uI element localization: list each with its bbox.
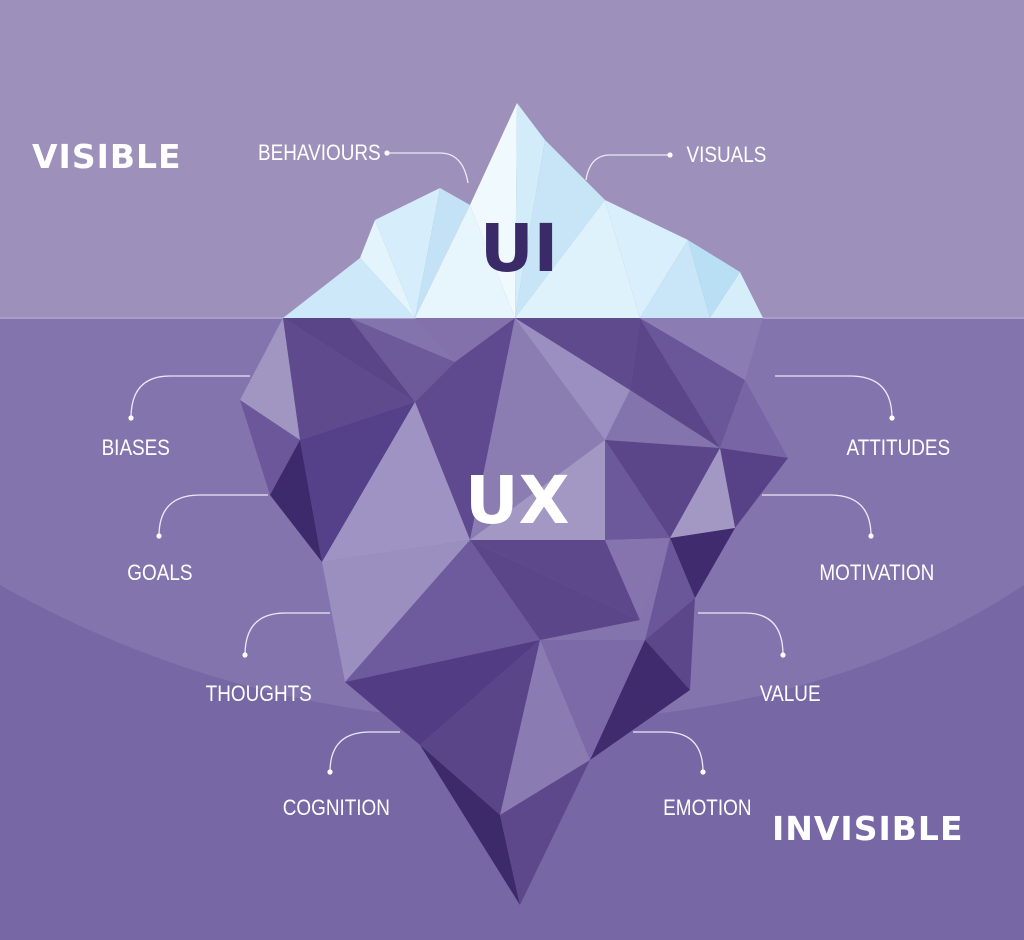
- value-dot: [780, 652, 786, 658]
- emotion-dot: [700, 769, 706, 775]
- motivation-label: MOTIVATION: [819, 560, 935, 585]
- goals-label: GOALS: [127, 560, 193, 585]
- iceberg-tip: [283, 103, 763, 318]
- behaviours-dot: [384, 150, 390, 156]
- cognition-dot: [327, 769, 333, 775]
- thoughts-leader: [244, 612, 330, 656]
- emotion-leader: [633, 731, 704, 773]
- visuals-leader: [585, 154, 670, 181]
- ui-label: UI: [480, 210, 559, 287]
- goals-dot: [156, 533, 162, 539]
- motivation-leader: [762, 494, 872, 537]
- invisible-label: INVISIBLE: [772, 809, 964, 848]
- thoughts-dot: [242, 652, 248, 658]
- visible-label: VISIBLE: [32, 137, 182, 176]
- attitudes-leader: [775, 375, 893, 419]
- motivation-dot: [868, 533, 874, 539]
- value-leader: [698, 612, 784, 656]
- cognition-leader: [329, 731, 400, 773]
- thoughts-label: THOUGHTS: [205, 681, 312, 706]
- iceberg-body: [240, 318, 788, 905]
- ux-label: UX: [465, 462, 570, 539]
- attitudes-dot: [889, 415, 895, 421]
- behaviours-leader: [387, 152, 469, 184]
- callout-lines: [130, 152, 893, 773]
- attitudes-label: ATTITUDES: [846, 435, 951, 460]
- visuals-dot: [667, 152, 673, 158]
- emotion-label: EMOTION: [663, 795, 752, 820]
- biases-dot: [128, 415, 134, 421]
- behaviours-label: BEHAVIOURS: [257, 140, 381, 165]
- value-label: VALUE: [759, 681, 821, 706]
- callout-dots: [128, 150, 895, 775]
- visuals-label: VISUALS: [686, 142, 767, 167]
- biases-leader: [130, 375, 250, 419]
- goals-leader: [158, 494, 268, 537]
- biases-label: BIASES: [101, 435, 170, 460]
- cognition-label: COGNITION: [282, 795, 390, 820]
